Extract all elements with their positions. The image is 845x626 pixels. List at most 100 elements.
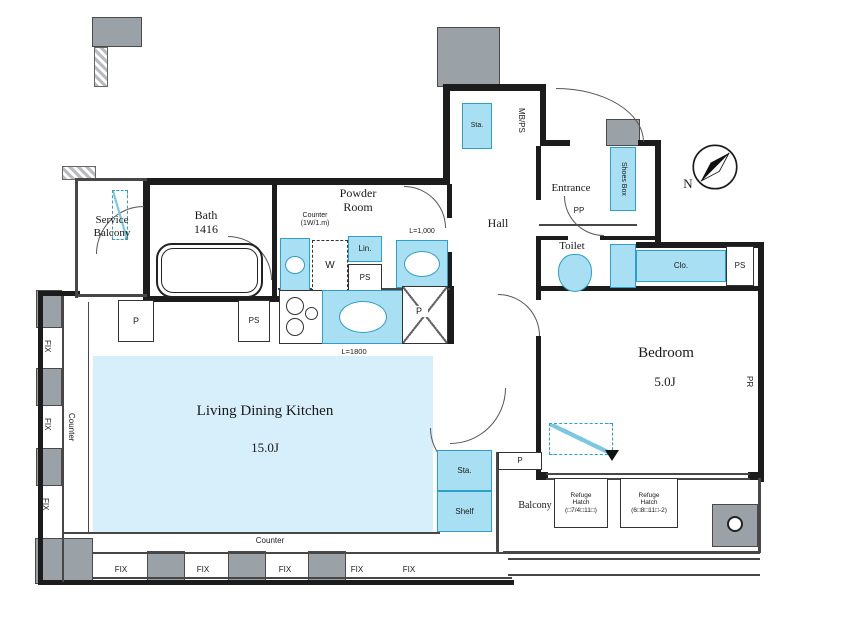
balcony-wall-line: [503, 551, 760, 554]
room-label-ldk: Living Dining Kitchen: [196, 403, 334, 419]
concrete-column: [35, 538, 93, 584]
fix-label: FIX: [402, 565, 416, 574]
fix-label: FIX: [278, 565, 292, 574]
ps-label: PS: [734, 261, 746, 271]
linen-label: Lin.: [358, 244, 372, 254]
door-arc-toilet: [564, 196, 604, 236]
mbps-label: MB/PS: [517, 107, 526, 133]
partition-dashed-marker: [112, 190, 128, 240]
wall-segment: [758, 242, 764, 482]
kitchen-sink: [339, 301, 387, 333]
refuge-hatch-label: Refuge Hatch (□7/4□11□): [565, 491, 597, 514]
shelf: Shelf: [437, 491, 492, 532]
refuge-hatch: Refuge Hatch (6□8□11□-2): [620, 478, 678, 528]
wall-segment: [638, 140, 661, 146]
fix-label: FIX: [114, 565, 128, 574]
bathtub: [156, 243, 263, 298]
counter-line: [88, 302, 89, 532]
hatch-dashed-marker: [549, 423, 613, 455]
balcony-wall-line: [75, 294, 147, 297]
wall-segment: [143, 178, 150, 305]
vanity-sink: [404, 251, 440, 277]
room-label-bath: Bath 1416: [194, 208, 218, 237]
room-label-service-balcony: Service Balcony: [93, 214, 131, 240]
wall-segment: [540, 84, 546, 146]
washer-space: W: [312, 240, 348, 292]
stove-burner: [286, 318, 304, 336]
room-label-hall: Hall: [487, 216, 509, 230]
room-label-ldk-size: 15.0J: [251, 440, 279, 455]
fix-label: FIX: [196, 565, 210, 574]
refuge-hatch: Refuge Hatch (□7/4□11□): [554, 478, 608, 528]
counter-label-bottom: Counter: [255, 536, 285, 545]
concrete-column: [437, 27, 500, 87]
wall-segment: [443, 84, 546, 91]
wall-line: [62, 296, 64, 582]
wall-segment: [748, 472, 764, 480]
stove-burner: [286, 297, 304, 315]
shelf-label: Shelf: [455, 506, 474, 516]
pr-label: PR: [745, 376, 754, 388]
closet: Clo.: [636, 250, 726, 282]
concrete-column: [228, 551, 266, 582]
shoes-box: Shoes Box: [610, 147, 636, 211]
closet-label: Clo.: [673, 261, 689, 271]
door-arc-bedroom: [498, 294, 540, 336]
wall-segment: [536, 238, 541, 300]
wall-segment: [540, 140, 570, 146]
wall-segment: [143, 178, 449, 185]
wall-segment: [536, 146, 541, 200]
room-label-powder-room: Powder Room: [339, 186, 377, 215]
compass-icon: [692, 144, 738, 190]
wall-segment: [38, 580, 514, 585]
refuge-hatch-label: Refuge Hatch (6□8□11□-2): [631, 491, 667, 514]
sta-label: Sta.: [470, 121, 484, 129]
wall-segment: [448, 286, 454, 344]
pipe-box: P: [498, 452, 542, 470]
direction-triangle: [605, 450, 619, 461]
wall-segment: [38, 291, 80, 296]
l1000-label: L=1,000: [409, 228, 435, 235]
fix-label: FIX: [43, 339, 52, 353]
storage-bottom: Sta.: [437, 450, 492, 491]
shoes-box-label: Shoes Box: [620, 162, 628, 196]
washstand-counter: [280, 238, 310, 292]
balcony-rail-line: [508, 574, 760, 576]
p-label: P: [132, 315, 139, 326]
drain-pipe: [727, 516, 743, 532]
balcony-wall-line: [75, 178, 78, 298]
wall-segment: [447, 252, 452, 298]
north-label: N: [683, 176, 693, 191]
room-label-bedroom-size: 5.0J: [654, 374, 676, 389]
pipe-space: PS: [348, 264, 382, 292]
wall-segment: [655, 140, 661, 248]
storage-top: Sta.: [462, 103, 492, 149]
room-label-bedroom: Bedroom: [638, 345, 694, 361]
window-line: [92, 577, 512, 579]
counter-note-label: Counter (1W/1.m): [300, 212, 330, 228]
door-arc-entrance: [556, 88, 644, 142]
wall-segment: [272, 184, 277, 298]
counter-line: [62, 532, 440, 534]
fix-label: FIX: [350, 565, 364, 574]
concrete-column: [308, 551, 346, 582]
wall-segment: [636, 242, 764, 248]
pipe-box: P: [118, 300, 154, 342]
wall-segment: [443, 84, 450, 185]
ps-label: PS: [248, 316, 260, 326]
linen-cabinet: Lin.: [348, 236, 382, 262]
sta-label: Sta.: [457, 465, 472, 475]
wall-segment: [536, 236, 568, 240]
wall-segment: [536, 472, 548, 480]
pipe-space: PS: [726, 246, 754, 286]
p-label: P: [410, 306, 428, 317]
p-label: P: [517, 456, 523, 466]
wall-segment: [536, 336, 541, 480]
balcony-wall-line: [75, 178, 147, 181]
wall-segment: [536, 286, 764, 291]
ps-label: PS: [359, 273, 371, 283]
pp-label: PP: [573, 206, 585, 215]
wall-segment: [38, 291, 43, 585]
room-label-entrance: Entrance: [551, 182, 591, 194]
